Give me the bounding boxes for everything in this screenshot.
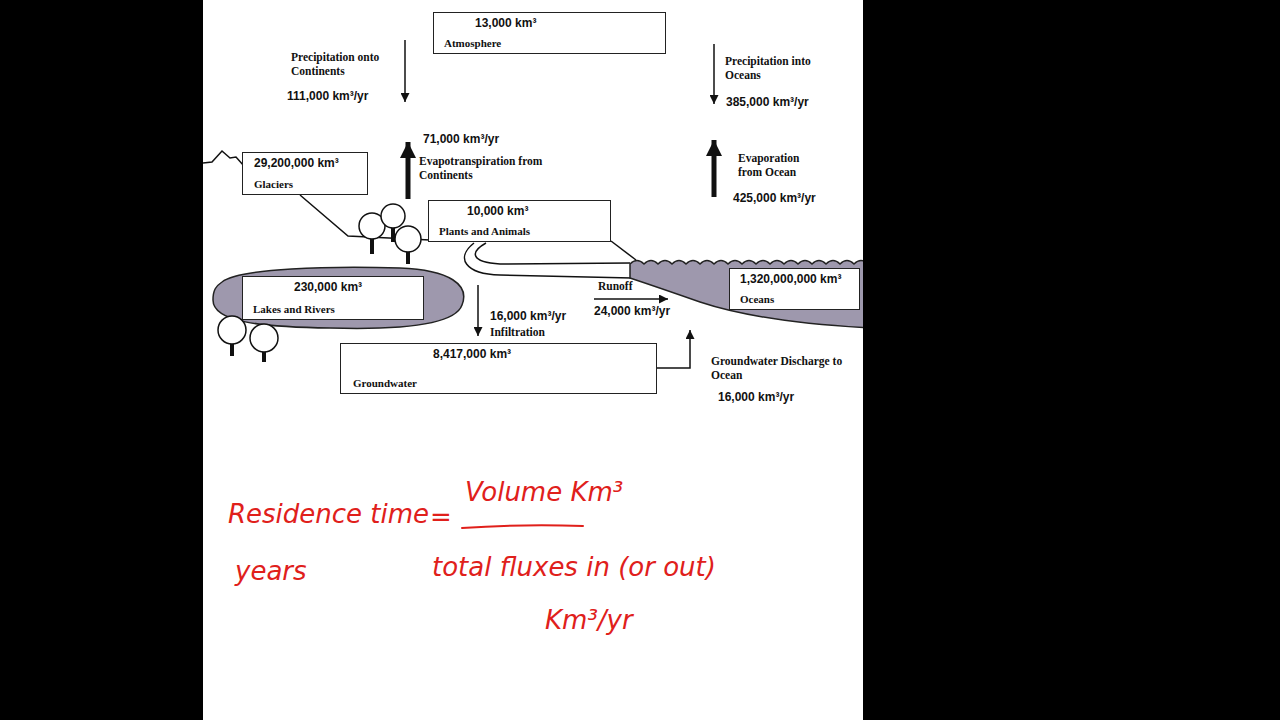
runoff-arrow xyxy=(594,298,668,300)
volume-value: 29,200,000 km³ xyxy=(254,156,339,170)
reservoir-box: 8,417,000 km³ Groundwater xyxy=(340,343,657,394)
volume-value: 230,000 km³ xyxy=(294,280,362,294)
white-panel xyxy=(203,0,863,720)
volume-value: 8,417,000 km³ xyxy=(433,347,511,361)
flux-label: Evapotranspiration from Continents xyxy=(419,155,549,183)
tree-crown xyxy=(381,204,405,228)
handwritten-note: Residence time xyxy=(228,500,429,530)
precipitation-arrow xyxy=(404,40,406,102)
lake xyxy=(213,267,464,328)
flux-label: 425,000 km³/yr xyxy=(733,191,816,205)
reservoir-name: Glaciers xyxy=(254,178,293,191)
infiltration-arrow xyxy=(477,285,479,336)
reservoir-name: Oceans xyxy=(740,293,774,306)
volume-value: 13,000 km³ xyxy=(475,16,536,30)
reservoir-box: 13,000 km³ Atmosphere xyxy=(433,12,666,54)
reservoir-name: Lakes and Rivers xyxy=(253,303,335,316)
reservoir-box: 29,200,000 km³ Glaciers xyxy=(242,152,368,195)
reservoir-box: 10,000 km³ Plants and Animals xyxy=(428,200,611,242)
flux-label: Precipitation onto Continents xyxy=(291,51,399,79)
precipitation-arrow xyxy=(713,44,715,104)
fraction-bar xyxy=(462,525,583,528)
flux-label: 16,000 km³/yr xyxy=(718,390,794,404)
reservoir-box: 1,320,000,000 km³ Oceans xyxy=(729,268,860,310)
tree-crown xyxy=(218,316,246,344)
flux-label: Precipitation into Oceans xyxy=(725,55,817,83)
tree-crown xyxy=(395,226,421,252)
flux-label: 71,000 km³/yr xyxy=(423,132,499,146)
flux-label: 16,000 km³/yr xyxy=(490,309,566,323)
flux-label: 111,000 km³/yr xyxy=(287,89,368,103)
handwritten-note: Km³/yr xyxy=(545,606,633,636)
handwritten-note: years xyxy=(235,557,307,587)
reservoir-box: 230,000 km³ Lakes and Rivers xyxy=(242,276,424,320)
flux-label: Groundwater Discharge to Ocean xyxy=(711,355,843,383)
flux-label: Infiltration xyxy=(490,326,545,340)
handwritten-note: = xyxy=(430,503,452,533)
reservoir-name: Atmosphere xyxy=(444,37,501,50)
mountain-outline xyxy=(203,151,244,166)
groundwater-discharge-arrow xyxy=(657,330,690,368)
volume-value: 10,000 km³ xyxy=(467,204,528,218)
evapotranspiration-arrow xyxy=(406,142,411,199)
flux-label: Evaporation from Ocean xyxy=(738,152,826,180)
evaporation-arrow xyxy=(712,140,717,197)
tree-cluster xyxy=(359,204,421,264)
tree-cluster xyxy=(218,316,278,362)
handwritten-note: total fluxes in (or out) xyxy=(432,553,716,583)
flux-label: 24,000 km³/yr xyxy=(593,304,671,318)
handwritten-note: Volume Km³ xyxy=(465,478,623,508)
river-bank xyxy=(475,243,630,264)
volume-value: 1,320,000,000 km³ xyxy=(740,272,841,286)
flux-label: 385,000 km³/yr xyxy=(726,95,809,109)
flux-label: Runoff xyxy=(597,280,634,294)
reservoir-name: Plants and Animals xyxy=(439,225,530,238)
shore-line xyxy=(611,241,636,260)
tree-crown xyxy=(250,324,278,352)
river-bank xyxy=(465,243,632,278)
reservoir-name: Groundwater xyxy=(353,377,417,390)
